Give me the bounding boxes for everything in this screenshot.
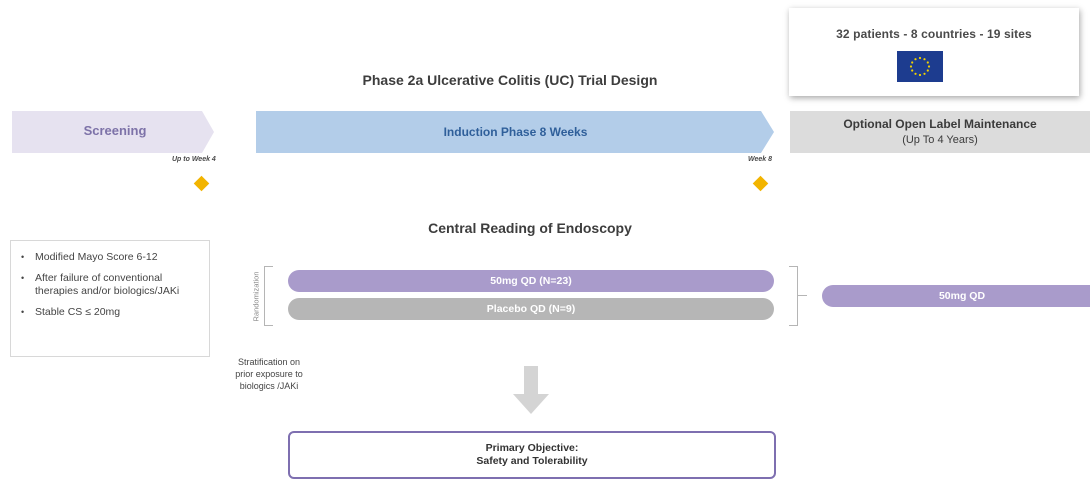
screening-label: Screening xyxy=(83,123,147,138)
criteria-item: Stable CS ≤ 20mg xyxy=(19,306,203,319)
down-arrow-icon xyxy=(513,366,549,414)
phase-band xyxy=(12,111,1090,153)
primary-objective-value: Safety and Tolerability xyxy=(476,455,588,467)
central-reading-heading: Central Reading of Endoscopy xyxy=(428,220,632,236)
active-arm-pill: 50mg QD (N=23) xyxy=(288,270,774,292)
right-bracket xyxy=(789,266,798,326)
inclusion-criteria-box: Modified Mayo Score 6-12 After failure o… xyxy=(10,240,210,357)
bracket-connector xyxy=(797,295,807,296)
primary-objective-box: Primary Objective: Safety and Tolerabili… xyxy=(288,431,776,479)
study-summary-text: 32 patients - 8 countries - 19 sites xyxy=(836,27,1032,41)
stratification-note: Stratification on prior exposure to biol… xyxy=(235,357,303,391)
milestone-week8-label: Week 8 xyxy=(748,156,772,163)
induction-band xyxy=(256,111,774,153)
milestone-week4-label: Up to Week 4 xyxy=(172,156,216,163)
criteria-item: Modified Mayo Score 6-12 xyxy=(19,251,203,264)
maintenance-subtitle: (Up To 4 Years) xyxy=(902,134,978,146)
induction-label: Induction Phase 8 Weeks xyxy=(443,125,588,139)
criteria-list: Modified Mayo Score 6-12 After failure o… xyxy=(19,251,203,319)
left-bracket xyxy=(264,266,273,326)
placebo-arm-pill: Placebo QD (N=9) xyxy=(288,298,774,320)
maintenance-arm-pill: 50mg QD xyxy=(822,285,1090,307)
criteria-item: After failure of conventional therapies … xyxy=(19,272,203,298)
maintenance-title: Optional Open Label Maintenance xyxy=(843,117,1037,131)
milestone-week8-marker xyxy=(752,175,769,192)
maintenance-band xyxy=(790,111,1090,153)
diagram-title: Phase 2a Ulcerative Colitis (UC) Trial D… xyxy=(362,72,658,88)
screening-band xyxy=(12,111,214,153)
eu-flag-icon xyxy=(897,51,943,82)
milestone-week4-marker xyxy=(193,175,210,192)
primary-objective-heading: Primary Objective: xyxy=(485,442,579,454)
randomization-label: Randomization xyxy=(251,271,261,322)
study-summary-box: 32 patients - 8 countries - 19 sites xyxy=(789,8,1079,96)
